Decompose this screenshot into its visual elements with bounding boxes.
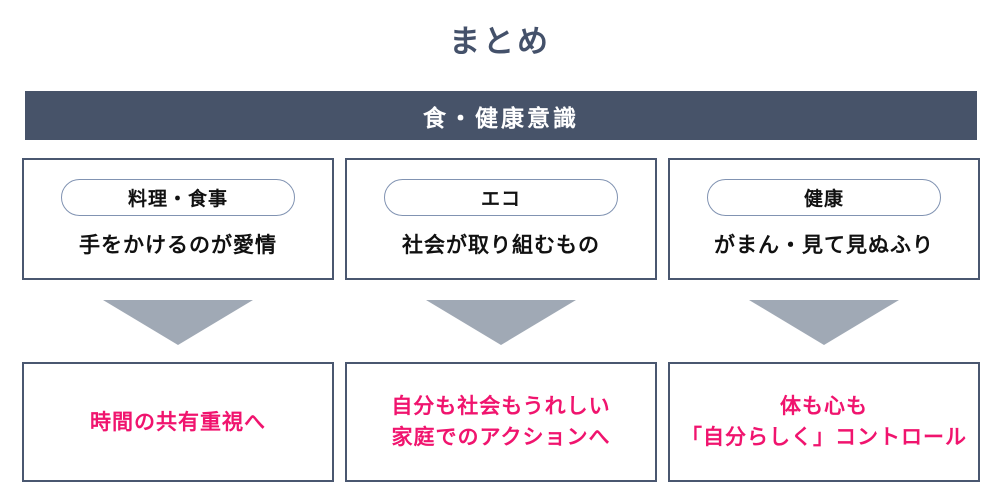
- perception-text: 手をかけるのが愛情: [79, 234, 277, 257]
- category-box-cooking: 料理・食事 手をかけるのが愛情: [22, 158, 334, 280]
- category-box-health: 健康 がまん・見て見ぬふり: [668, 158, 980, 280]
- result-box-health: 体も心も 「自分らしく」コントロール: [668, 362, 980, 482]
- down-arrow-icon: [103, 300, 253, 345]
- result-text: 自分も社会もうれしい 家庭でのアクションへ: [391, 395, 611, 449]
- page-title: まとめ: [449, 24, 551, 59]
- category-label: 料理・食事: [127, 189, 228, 210]
- result-box-eco: 自分も社会もうれしい 家庭でのアクションへ: [345, 362, 657, 482]
- result-text: 時間の共有重視へ: [90, 410, 266, 434]
- category-pill-cooking: 料理・食事: [61, 179, 295, 216]
- category-pill-eco: エコ: [384, 179, 618, 216]
- result-box-cooking: 時間の共有重視へ: [22, 362, 334, 482]
- column-health: 健康 がまん・見て見ぬふり 体も心も 「自分らしく」コントロール: [668, 158, 980, 482]
- category-label: エコ: [480, 189, 521, 210]
- category-label: 健康: [803, 189, 844, 210]
- category-box-eco: エコ 社会が取り組むもの: [345, 158, 657, 280]
- down-arrow-icon: [749, 300, 899, 345]
- section-header-bar: 食・健康意識: [25, 91, 977, 140]
- perception-text: 社会が取り組むもの: [402, 234, 600, 257]
- column-eco: エコ 社会が取り組むもの 自分も社会もうれしい 家庭でのアクションへ: [345, 158, 657, 482]
- result-text: 体も心も 「自分らしく」コントロール: [681, 395, 967, 449]
- section-header-label: 食・健康意識: [423, 104, 579, 131]
- category-pill-health: 健康: [707, 179, 941, 216]
- down-arrow-icon: [426, 300, 576, 345]
- column-cooking-meals: 料理・食事 手をかけるのが愛情 時間の共有重視へ: [22, 158, 334, 482]
- perception-text: がまん・見て見ぬふり: [714, 234, 934, 257]
